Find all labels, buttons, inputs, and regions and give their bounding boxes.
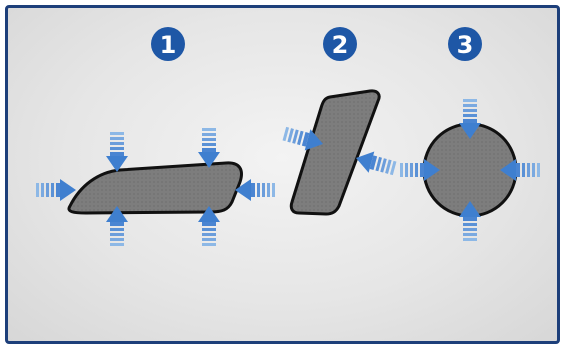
badge-3: 3 [448, 27, 482, 61]
badge-1-label: 1 [160, 31, 177, 59]
oblong-elongated-part [67, 161, 243, 215]
badge-1: 1 [151, 27, 185, 61]
arrow-icon [106, 132, 128, 172]
badge-2-label: 2 [332, 31, 349, 59]
arrow-icon [36, 179, 76, 201]
slanted-plate-part [289, 89, 381, 216]
arrow-icon [198, 128, 220, 168]
badge-3-label: 3 [457, 31, 474, 59]
badge-2: 2 [323, 27, 357, 61]
